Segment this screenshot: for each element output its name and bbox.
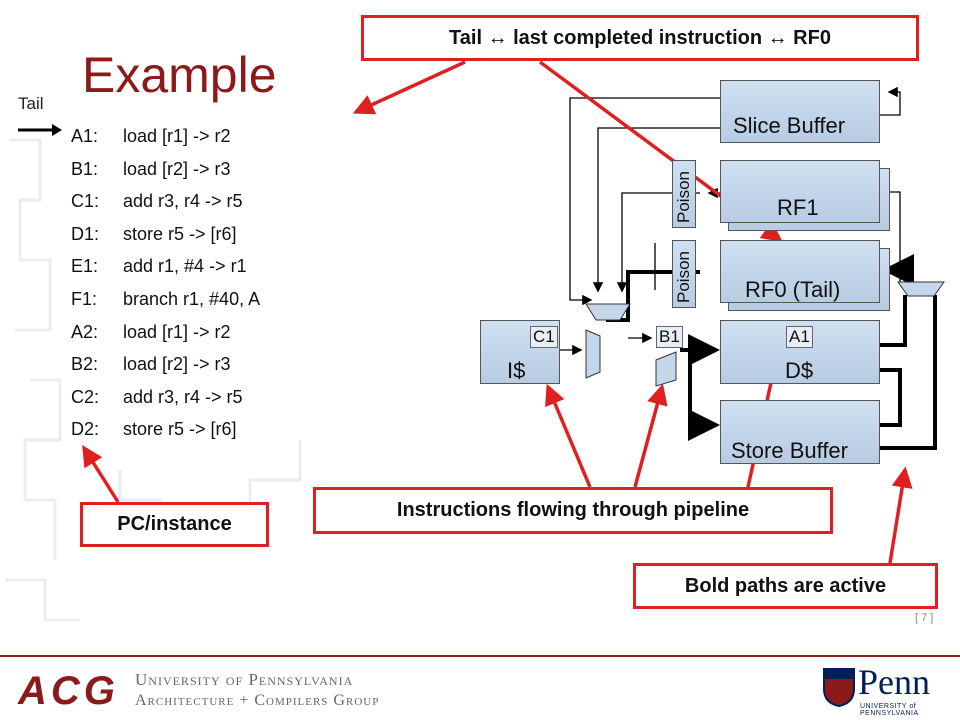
instruction-label: A2:	[71, 321, 99, 342]
slice-buffer-block: Slice Buffer	[720, 80, 880, 143]
footer-university: University of Pennsylvania	[135, 670, 354, 689]
instruction-label: F1:	[71, 289, 98, 309]
instruction-label: B2:	[71, 354, 99, 375]
rf1-block: RF1	[720, 160, 880, 223]
instruction-row: D1: store r5 -> [r6]	[71, 224, 237, 245]
poison1-label: Poison	[674, 171, 693, 223]
instruction-label: A1:	[71, 126, 99, 146]
mux-fetch	[585, 329, 601, 379]
rf0-block: RF0 (Tail)	[720, 240, 880, 303]
store-buffer-label: Store Buffer	[731, 438, 848, 463]
instruction-text: add r3, r4 -> r5	[123, 386, 243, 407]
tail-callout: Tail ↔ last completed instruction ↔ RF0	[361, 15, 919, 61]
rf0-label: RF0 (Tail)	[745, 277, 841, 302]
tag-c1: C1	[530, 326, 558, 348]
store-buffer-block: Store Buffer	[720, 400, 880, 464]
instruction-row: A1: load [r1] -> r2	[71, 126, 231, 147]
footer-rule	[0, 655, 960, 657]
dcache-label: D$	[785, 358, 814, 383]
instruction-row: D2: store r5 -> [r6]	[71, 419, 237, 440]
instruction-row: A2: load [r1] -> r2	[71, 322, 231, 343]
instruction-row: C2: add r3, r4 -> r5	[71, 387, 243, 408]
acg-logo: ACG	[18, 669, 119, 713]
tail-arrow-icon	[18, 124, 62, 136]
tail-label: Tail	[18, 94, 44, 113]
penn-shield-icon	[823, 668, 855, 707]
instruction-text: load [r1] -> r2	[123, 321, 231, 342]
poison1-block	[672, 160, 696, 228]
page-number: [ 7 ]	[915, 612, 934, 624]
instruction-label: C1:	[71, 191, 100, 212]
dcache-block: D$	[720, 320, 880, 384]
tag-b1: B1	[656, 326, 683, 348]
tag-a1: A1	[786, 326, 813, 348]
instruction-text: store r5 -> [r6]	[123, 419, 237, 440]
instruction-text: add r1, #4 -> r1	[123, 256, 247, 277]
instruction-row: B2: load [r2] -> r3	[71, 354, 231, 375]
instruction-row: B1: load [r2] -> r3	[71, 159, 231, 180]
poison2-block	[672, 240, 696, 308]
instruction-row: E1: add r1, #4 -> r1	[71, 256, 247, 277]
instruction-text: load [r2] -> r3	[123, 158, 231, 179]
instruction-text: add r3, r4 -> r5	[123, 191, 243, 212]
footer: ACG University of Pennsylvania Architect…	[0, 655, 960, 720]
mux-agen	[655, 351, 677, 387]
mux-slice	[585, 303, 631, 321]
slice-buffer-label: Slice Buffer	[733, 113, 846, 138]
instruction-label: C2:	[71, 386, 100, 407]
pipeline-callout: Instructions flowing through pipeline	[313, 487, 833, 534]
penn-subtitle: UNIVERSITY of PENNSYLVANIA	[860, 703, 919, 717]
instruction-label: E1:	[71, 256, 99, 277]
instruction-text: branch r1, #40, A	[123, 289, 261, 309]
rf1-label: RF1	[777, 195, 819, 220]
bold-paths-callout: Bold paths are active	[633, 563, 938, 609]
icache-label: I$	[507, 358, 526, 383]
instruction-row: C1: add r3, r4 -> r5	[71, 191, 243, 212]
instruction-row: F1: branch r1, #40, A	[71, 289, 260, 310]
instruction-text: load [r1] -> r2	[123, 126, 231, 146]
instruction-label: B1:	[71, 158, 99, 179]
slide-title: Example	[82, 47, 277, 103]
instruction-text: load [r2] -> r3	[123, 354, 231, 375]
icache-block: I$	[480, 320, 560, 384]
pc-callout: PC/instance	[80, 502, 269, 547]
instruction-label: D1:	[71, 223, 100, 244]
footer-group: Architecture + Compilers Group	[135, 692, 380, 709]
mux-rf0	[897, 281, 945, 297]
instruction-text: store r5 -> [r6]	[123, 223, 237, 244]
instruction-label: D2:	[71, 419, 100, 440]
penn-wordmark: Penn	[858, 662, 930, 702]
poison2-label: Poison	[674, 251, 693, 303]
